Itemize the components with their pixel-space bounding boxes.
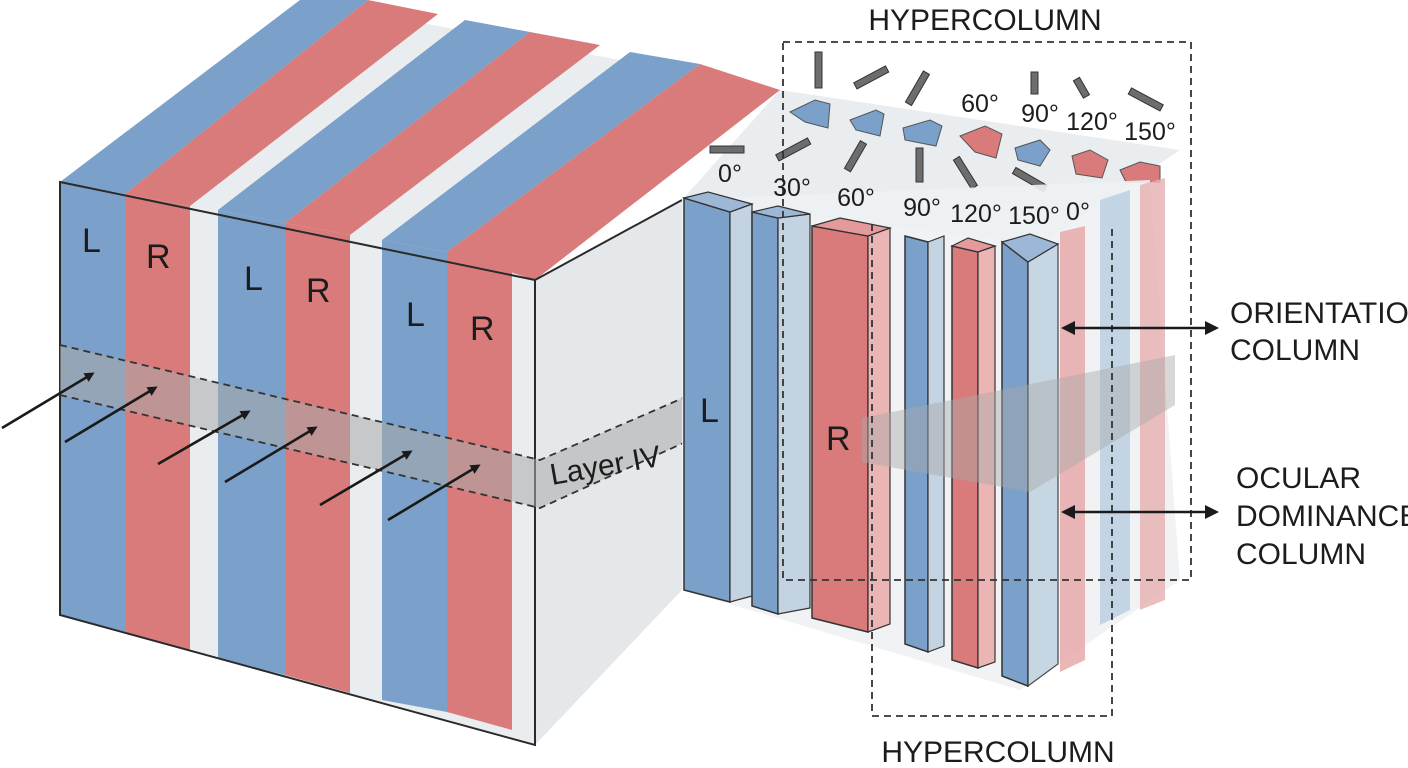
bar-oblique-icon bbox=[1127, 87, 1164, 112]
arrow-icon bbox=[387, 464, 481, 522]
orientation-column-label-line2: COLUMN bbox=[1230, 334, 1360, 367]
angle-label: 150° bbox=[1124, 118, 1176, 146]
bar-oblique-icon bbox=[952, 155, 979, 190]
arrow-icon bbox=[157, 410, 251, 466]
eye-label-left: L bbox=[406, 296, 425, 334]
bar-oblique-icon bbox=[853, 65, 890, 90]
angle-label: 120° bbox=[1066, 108, 1118, 136]
bar-horizontal-icon bbox=[709, 145, 745, 154]
arrow-icon bbox=[319, 450, 413, 507]
bar-oblique-icon bbox=[775, 137, 812, 162]
arrow-icon bbox=[1, 372, 95, 430]
ocular-dominance-label-line1: OCULAR bbox=[1236, 462, 1361, 495]
ocular-dominance-label-line2: DOMINANCE bbox=[1236, 500, 1408, 533]
bar-vertical-icon bbox=[1030, 71, 1039, 95]
layer-iv-band bbox=[59, 344, 691, 509]
angle-label: 90° bbox=[903, 194, 941, 222]
orientation-bars bbox=[709, 51, 1164, 193]
left-block-front-face bbox=[59, 180, 536, 747]
angle-label: 60° bbox=[961, 90, 999, 118]
input-arrows bbox=[1, 372, 481, 522]
right-block-columns bbox=[681, 178, 1180, 690]
eye-label-left: L bbox=[82, 222, 101, 260]
hypercolumn-box-bottom bbox=[871, 224, 1113, 717]
angle-label: 120° bbox=[950, 200, 1002, 228]
stripe-right-1 bbox=[125, 194, 190, 650]
bar-vertical-icon bbox=[814, 51, 823, 89]
angle-label: 60° bbox=[837, 184, 875, 212]
angle-label: 0° bbox=[718, 160, 742, 188]
bar-vertical-icon bbox=[915, 147, 924, 183]
stripe-left-1 bbox=[60, 182, 125, 632]
ocular-dominance-label-line3: COLUMN bbox=[1236, 538, 1366, 571]
orientation-column-label-line1: ORIENTATION bbox=[1230, 297, 1408, 330]
eye-label-right: R bbox=[470, 310, 495, 348]
angle-label: 90° bbox=[1021, 100, 1059, 128]
eye-label-right: R bbox=[306, 272, 331, 310]
bar-oblique-icon bbox=[904, 70, 931, 107]
angle-label: 150° bbox=[1008, 202, 1060, 230]
stripe-right-2 bbox=[285, 223, 350, 693]
bar-oblique-icon bbox=[843, 139, 868, 173]
arrow-icon bbox=[64, 386, 158, 444]
arrow-icon bbox=[224, 426, 318, 484]
eye-label-left: L bbox=[700, 392, 719, 430]
eye-label-right: R bbox=[146, 238, 171, 276]
hypercolumn-top-label: HYPERCOLUMN bbox=[868, 4, 1101, 37]
stripe-left-2 bbox=[218, 210, 285, 675]
layer-iv-band-right bbox=[862, 355, 1175, 492]
bar-oblique-icon bbox=[1072, 76, 1091, 99]
eye-label-right: R bbox=[826, 420, 851, 458]
angle-label: 30° bbox=[773, 174, 811, 202]
left-block-top-face bbox=[60, 0, 780, 280]
hypercolumn-box-top bbox=[782, 41, 1192, 581]
eye-label-left: L bbox=[244, 260, 263, 298]
angle-label: 0° bbox=[1066, 198, 1090, 226]
hypercolumn-bottom-label: HYPERCOLUMN bbox=[881, 736, 1114, 768]
